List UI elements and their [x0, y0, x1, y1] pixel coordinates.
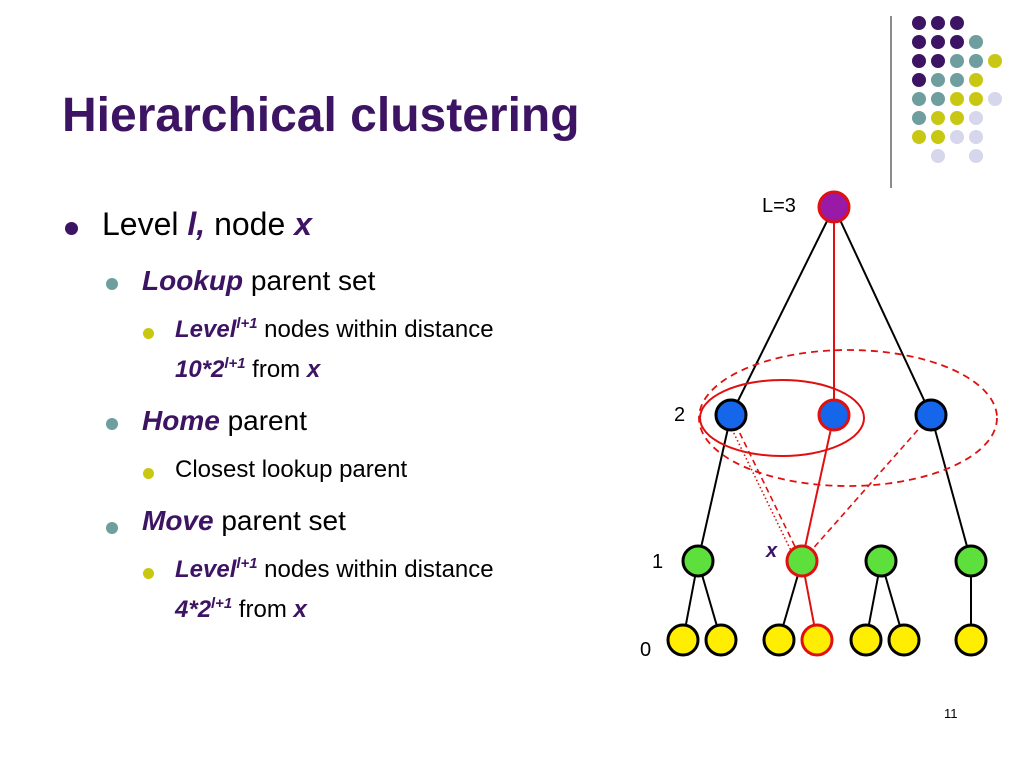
bullet-marker-level2 [106, 278, 118, 290]
dot-grid-row-7 [912, 130, 983, 144]
superscript: l+1 [211, 596, 233, 613]
keyword-home: Home [142, 405, 220, 436]
level0-node [887, 623, 921, 657]
keyword-level: Level [175, 556, 237, 583]
bullet-marker-level3 [143, 328, 154, 339]
dot-grid-row-2 [912, 35, 983, 49]
level0-node [954, 623, 988, 657]
top-level-label: L=3 [762, 195, 796, 217]
level1-node [864, 544, 898, 578]
bullet-home-parent: Home parent [142, 405, 307, 437]
bullet-text: node [205, 206, 295, 242]
bullet-marker-level1 [65, 222, 78, 235]
bullet-list: Level l, node x Lookup parent set Levell… [65, 206, 494, 624]
bullet-closest-lookup: Closest lookup parent [175, 456, 407, 484]
dot-grid-row-1 [912, 16, 964, 30]
bullet-text: parent set [243, 265, 376, 296]
level1-node [681, 544, 715, 578]
level2-node-right [914, 398, 948, 432]
bullet-marker-level3 [143, 468, 154, 479]
bullet-text: nodes within distance [257, 556, 494, 583]
decorative-dot-grid [912, 16, 1002, 163]
dot-grid-row-3 [912, 54, 1002, 68]
edge-root-left [730, 206, 835, 416]
dashed-edge-right [801, 414, 932, 562]
variable-l: l [187, 206, 197, 242]
distance-expression: 10*2 [175, 356, 225, 383]
bullet-level-node: Level l, node x [102, 206, 312, 243]
level2-node-middle [817, 398, 851, 432]
level-label-0: 0 [640, 639, 651, 661]
dot-grid-row-4 [912, 73, 983, 87]
level1-node [954, 544, 988, 578]
level2-node-left [714, 398, 748, 432]
level0-node-highlighted [800, 623, 834, 657]
level0-node [762, 623, 796, 657]
move-set-ellipse [698, 349, 998, 487]
keyword-level: Level [175, 316, 237, 343]
dotted-edge-left [724, 414, 797, 562]
bullet-text: Closest lookup parent [175, 456, 408, 483]
bullet-lookup-distance: Levell+1 nodes within distance [175, 316, 494, 344]
level0-node [704, 623, 738, 657]
bullet-text: from [232, 596, 294, 623]
node-x-label: x [765, 540, 778, 562]
dashed-edges [724, 414, 932, 562]
slide-title: Hierarchical clustering [62, 89, 580, 142]
variable-x: x [293, 596, 307, 623]
bullet-lookup-parent-set: Lookup parent set [142, 265, 375, 297]
distance-expression: 4*2 [175, 596, 212, 623]
bullet-move-distance-cont: 4*2l+1 from x [175, 596, 307, 624]
variable-x: x [306, 356, 321, 383]
edge-home-parent [801, 414, 835, 562]
bullet-text: nodes within distance [257, 316, 494, 343]
bullet-move-parent-set: Move parent set [142, 505, 346, 537]
edge-root-right [833, 206, 932, 416]
keyword-move: Move [142, 505, 214, 536]
decorative-divider-line [890, 16, 892, 188]
level1-node-x [785, 544, 819, 578]
bullet-text: parent set [213, 505, 346, 536]
edge [697, 414, 732, 562]
bullet-move-distance: Levell+1 nodes within distance [175, 556, 494, 584]
level0-node [666, 623, 700, 657]
superscript: l+1 [224, 356, 246, 373]
dashed-edge-left [730, 414, 803, 562]
level-label-1: 1 [652, 551, 663, 573]
keyword-lookup: Lookup [142, 265, 244, 296]
bullet-text: parent [219, 405, 307, 436]
lookup-set-ellipse [699, 379, 865, 457]
dot-grid-row-6 [912, 111, 983, 125]
variable-x: x [294, 206, 312, 242]
page-number: 11 [944, 706, 958, 721]
dot-grid-row-8 [931, 149, 983, 163]
bullet-marker-level2 [106, 418, 118, 430]
bullet-marker-level3 [143, 568, 154, 579]
superscript: l+1 [236, 556, 258, 573]
level-label-2: 2 [674, 404, 685, 426]
bullet-marker-level2 [106, 522, 118, 534]
comma: , [196, 206, 206, 242]
bullet-lookup-distance-cont: 10*2l+1 from x [175, 356, 320, 384]
bullet-text: Level [102, 206, 188, 242]
level0-node [849, 623, 883, 657]
dot-grid-row-5 [912, 92, 1002, 106]
superscript: l+1 [236, 316, 258, 333]
root-node [817, 190, 851, 224]
bullet-text: from [245, 356, 307, 383]
edge [930, 414, 972, 562]
